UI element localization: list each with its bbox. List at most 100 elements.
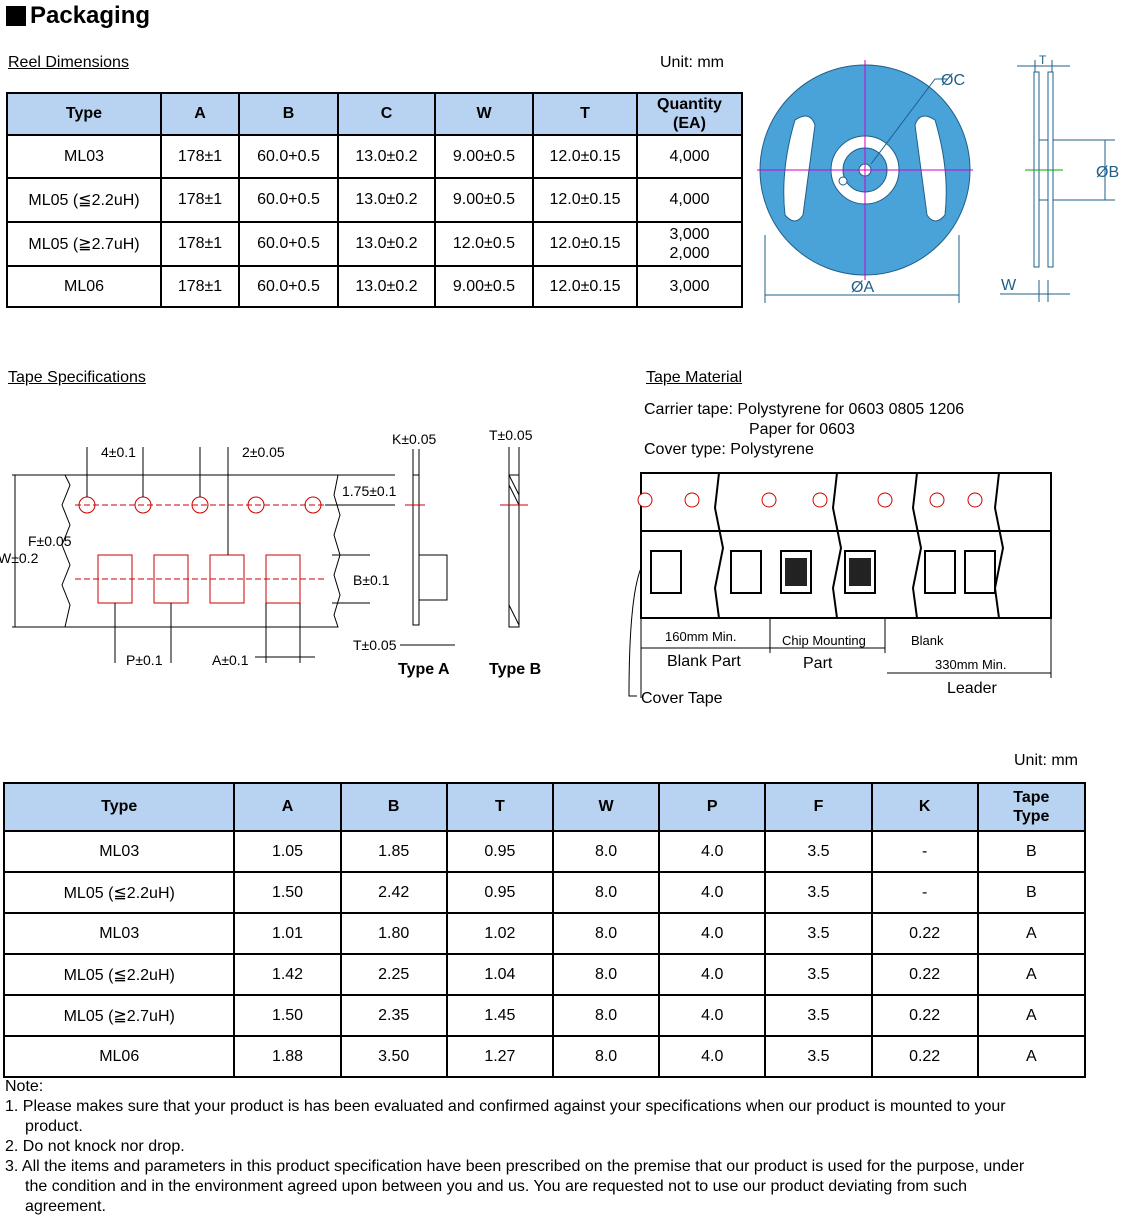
table-cell: 9.00±0.5 [434,265,534,308]
table-cell: ML03 [2,912,236,955]
material-pocket [730,550,762,594]
note-item: 1. Please makes sure that your product i… [5,1098,1006,1115]
chip-part-label: Part [803,655,833,672]
title-square-icon [6,6,26,26]
table-cell: 12.0±0.15 [532,177,638,223]
table-cell: ML05 (≦2.2uH) [6,177,162,223]
table-cell: 4,000 [636,134,743,179]
table-cell: 178±1 [160,177,240,223]
table-row: ML05 (≦2.2uH) 1.42 2.25 1.04 8.0 4.0 3.5… [2,953,1087,996]
table-cell: A [976,912,1087,955]
table-cell: 178±1 [160,265,240,308]
table-cell: A [976,994,1087,1037]
p-label: P±0.1 [126,652,163,668]
material-hole-icon [967,492,983,508]
table-cell: 1.27 [445,1035,554,1078]
type-a-pocket [418,554,448,601]
table-cell: 1.88 [233,1035,342,1078]
reel-slot-left [783,115,816,222]
table-cell: 9.00±0.5 [434,134,534,179]
f-label: F±0.05 [28,533,72,549]
table-cell: 1.85 [339,830,448,873]
table-cell: 0.22 [870,1035,979,1078]
note-item: agreement. [25,1198,106,1215]
table-cell: 12.0±0.5 [434,221,534,267]
tape-header-cell: T [445,782,554,832]
table-cell: ML05 (≦2.2uH) [2,871,236,914]
table-cell: 0.22 [870,912,979,955]
tape-unit: Unit: mm [1014,752,1078,769]
a-dim-label: ØA [851,279,874,296]
table-cell: ML05 (≧2.7uH) [2,994,236,1037]
table-cell: - [870,830,979,873]
type-b-hatch [508,474,520,626]
table-cell: 1.04 [445,953,554,996]
t-b-label: T±0.05 [489,427,533,443]
table-cell: 4.0 [658,1035,767,1078]
reel-side-diagram: T ØB W [1000,53,1119,302]
notes-section: Note: 1. Please makes sure that your pro… [5,1077,1125,1217]
table-cell: 8.0 [551,912,661,955]
p2-label: 2±0.05 [242,444,285,460]
tape-table: Type A B T W P F K Tape Type ML03 1.05 1… [2,782,1087,1078]
type-a-label: Type A [398,661,450,678]
reel-header-cell: W [434,92,534,136]
table-cell: 12.0±0.15 [532,134,638,179]
tape-header-cell: P [658,782,767,832]
table-cell: 8.0 [551,830,661,873]
material-hole-icon [684,492,700,508]
table-cell: 9.00±0.5 [434,177,534,223]
table-cell: 1.80 [339,912,448,955]
table-row: ML05 (≧2.7uH) 1.50 2.35 1.45 8.0 4.0 3.5… [2,994,1087,1037]
t-dim-label: T [1039,53,1047,67]
leader-len-label: 330mm Min. [935,657,1007,672]
table-cell: ML06 [6,265,162,308]
table-cell: 0.22 [870,994,979,1037]
c-dim-label: ØC [941,72,965,89]
table-cell: 4.0 [658,871,767,914]
type-a-tape-body [412,474,420,626]
page-title: Packaging [6,2,150,30]
material-hole-icon [812,492,828,508]
table-cell: 1.42 [233,953,342,996]
reel-table: Type A B C W T Quantity (EA) ML03 178±1 … [6,92,743,308]
table-cell: 1.50 [233,994,342,1037]
table-cell: ML03 [6,134,162,179]
table-cell: 3.5 [764,994,873,1037]
table-cell: 4,000 [636,177,743,223]
table-row: ML05 (≦2.2uH) 178±1 60.0+0.5 13.0±0.2 9.… [6,177,743,223]
tape-header-cell: Type [2,782,236,832]
material-pocket [964,550,996,594]
cover-tape-leader [628,567,642,697]
reel-header-row: Type A B C W T Quantity (EA) [6,92,743,136]
material-pocket [650,550,682,594]
table-cell: 12.0±0.15 [532,221,638,267]
table-cell: 4.0 [658,994,767,1037]
b-label: B±0.1 [353,572,390,588]
a-label: A±0.1 [212,652,249,668]
reel-front-diagram: ØC ØA [757,60,973,303]
table-cell: 1.02 [445,912,554,955]
reel-slot-right [914,115,947,222]
table-cell: 3.5 [764,953,873,996]
table-cell: ML05 (≦2.2uH) [2,953,236,996]
chip-mounting-label: Chip Mounting [782,633,866,648]
tape-header-cell: K [870,782,979,832]
tape-spec-diagram: 4±0.1 2±0.05 1.75±0.1 F±0.05 W±0.2 B±0.1… [0,427,541,678]
note-item: 3. All the items and parameters in this … [5,1158,1025,1175]
table-row: ML03 1.05 1.85 0.95 8.0 4.0 3.5 - B [2,830,1087,873]
table-cell: 60.0+0.5 [238,177,339,223]
k-label: K±0.05 [392,431,436,447]
table-cell: 0.95 [445,871,554,914]
p0-label: 4±0.1 [101,444,136,460]
table-cell: 1.50 [233,871,342,914]
table-row: ML03 1.01 1.80 1.02 8.0 4.0 3.5 0.22 A [2,912,1087,955]
table-cell: 13.0±0.2 [337,177,436,223]
tape-header-cell: W [551,782,661,832]
reel-header-cell: A [160,92,240,136]
table-cell: 1.45 [445,994,554,1037]
blank-len-label: 160mm Min. [665,629,737,644]
blank-part-label: Blank Part [667,653,741,670]
note-item: the condition and in the environment agr… [25,1178,967,1195]
table-cell: 60.0+0.5 [238,134,339,179]
